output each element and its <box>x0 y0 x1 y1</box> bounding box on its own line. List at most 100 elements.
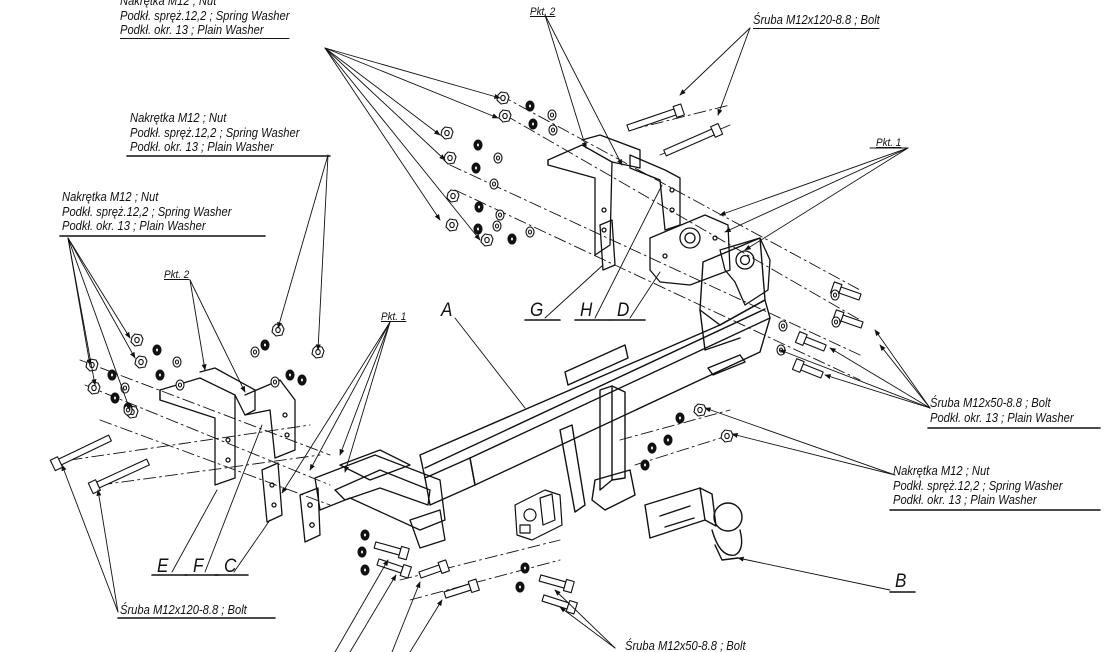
washer-hole <box>362 532 368 538</box>
bolt-head-icon <box>710 122 724 138</box>
washer-hole <box>475 226 481 232</box>
bolt-head-icon <box>794 331 808 346</box>
callout-nut-right: Nakrętka M12 ; Nut Podkł. spręż.12,2 ; S… <box>893 463 1063 508</box>
nut-hole <box>138 358 144 366</box>
nut-hole <box>444 129 450 137</box>
callout-nut-mid-line1: Nakrętka M12 ; Nut <box>130 110 227 125</box>
pkt1-right-label: Pkt. 1 <box>876 137 902 149</box>
callout-nut-right-line3: Podkł. okr. 13 ; Plain Washer <box>893 492 1037 507</box>
bolt-shank <box>538 574 567 589</box>
nut-hole <box>500 94 506 102</box>
bolt-head-icon <box>437 559 451 574</box>
washer-hole <box>177 382 183 388</box>
washer-hole <box>833 319 839 325</box>
washer-hole <box>122 385 128 391</box>
bolt-shank <box>58 434 112 466</box>
bolt-shank <box>541 594 570 610</box>
bolt-head-icon <box>672 103 685 119</box>
washer-hole <box>665 437 671 443</box>
nut-icon <box>130 333 144 347</box>
bolt-shank <box>800 363 824 379</box>
callout-nut-top-line1: Nakrętka M12 ; Nut <box>120 0 217 8</box>
washer-hole <box>677 415 683 421</box>
bolt-head-icon <box>49 456 64 472</box>
washer-hole <box>473 165 479 171</box>
callout-nut-mid-line2: Podkł. spręż.12,2 ; Spring Washer <box>130 124 300 140</box>
nut-icon <box>480 233 494 247</box>
callout-bolt-right-line2: Podkł. okr. 13 ; Plain Washer <box>930 409 1074 425</box>
nut-hole <box>134 336 140 344</box>
nut-hole <box>724 432 730 440</box>
nut-hole <box>697 406 703 414</box>
washer-hole <box>649 445 655 451</box>
nut-icon <box>134 355 148 369</box>
callout-bolt-bottom: Śruba M12x50-8.8 ; Bolt <box>625 638 746 652</box>
washer-hole <box>530 121 536 127</box>
washer-hole <box>527 229 533 235</box>
washer-hole <box>517 584 523 590</box>
washer-hole <box>495 155 501 161</box>
washer-hole <box>476 204 482 210</box>
bolt-shank <box>803 336 827 352</box>
part-label-c: C <box>224 556 237 577</box>
bolt-head-icon <box>397 545 410 561</box>
washer-hole <box>780 323 786 329</box>
callout-nut-left-line3: Podkł. okr. 13 ; Plain Washer <box>62 218 206 233</box>
fasteners <box>49 91 864 615</box>
callout-bolt-right: Śruba M12x50-8.8 ; Bolt Podkł. okr. 13 ;… <box>930 395 1074 425</box>
nut-hole <box>484 236 490 244</box>
washer-hole <box>491 181 497 187</box>
nut-icon <box>446 189 460 203</box>
washer-hole <box>262 342 268 348</box>
part-label-a: A <box>441 300 453 321</box>
washer-hole <box>497 212 503 218</box>
nut-icon <box>720 429 734 443</box>
pkt2-left-label: Pkt. 2 <box>164 269 190 281</box>
bolt-shank <box>373 541 402 556</box>
callout-bolt-bottom-text: Śruba M12x50-8.8 ; Bolt <box>625 638 746 652</box>
nut-hole <box>502 112 508 120</box>
pkt1-mid-label: Pkt. 1 <box>381 311 407 323</box>
callout-bolt-left-text: Śruba M12x120-8.8 ; Bolt <box>120 602 247 617</box>
washer-hole <box>112 395 118 401</box>
washer-hole <box>109 372 115 378</box>
bolt-shank <box>418 564 442 579</box>
part-label-f: F <box>193 556 204 577</box>
nut-icon <box>445 218 459 232</box>
washer-hole <box>157 372 163 378</box>
bolt-shank <box>663 128 715 157</box>
washer-hole <box>642 462 648 468</box>
washer-hole <box>527 103 533 109</box>
callout-nut-right-line2: Podkł. spręż.12,2 ; Spring Washer <box>893 477 1063 493</box>
bolt-shank <box>840 314 864 329</box>
washer-hole <box>362 567 368 573</box>
bolt-shank <box>443 583 472 599</box>
washer-hole <box>509 236 515 242</box>
callout-bolt-top-text: Śruba M12x120-8.8 ; Bolt <box>753 12 880 29</box>
bolt-head-icon <box>399 563 412 579</box>
nut-icon <box>443 151 457 165</box>
callout-bolt-top: Śruba M12x120-8.8 ; Bolt <box>753 12 880 29</box>
nut-icon <box>693 403 707 417</box>
washer-hole <box>174 359 180 365</box>
nut-icon <box>440 126 454 140</box>
part-label-h: H <box>580 300 593 321</box>
nut-icon <box>498 109 512 123</box>
nut-hole <box>450 192 456 200</box>
callout-nut-right-line1: Nakrętka M12 ; Nut <box>893 463 990 478</box>
callout-nut-top-line2: Podkł. spręż.12,2 ; Spring Washer <box>120 7 290 23</box>
callout-nut-left: Nakrętka M12 ; Nut Podkł. spręż.12,2 ; S… <box>62 189 232 234</box>
callout-bolt-right-line1: Śruba M12x50-8.8 ; Bolt <box>930 395 1051 410</box>
pkt2-top-label: Pkt. 2 <box>530 6 556 18</box>
washer-hole <box>272 379 278 385</box>
washer-hole <box>494 223 500 229</box>
washer-hole <box>549 112 555 118</box>
callout-nut-mid-line3: Podkł. okr. 13 ; Plain Washer <box>130 139 274 154</box>
callout-nut-left-line1: Nakrętka M12 ; Nut <box>62 189 159 204</box>
callout-nut-left-line2: Podkł. spręż.12,2 ; Spring Washer <box>62 203 232 219</box>
bolt-shank <box>96 458 150 489</box>
nut-icon <box>271 323 285 337</box>
part-label-b: B <box>895 571 907 592</box>
